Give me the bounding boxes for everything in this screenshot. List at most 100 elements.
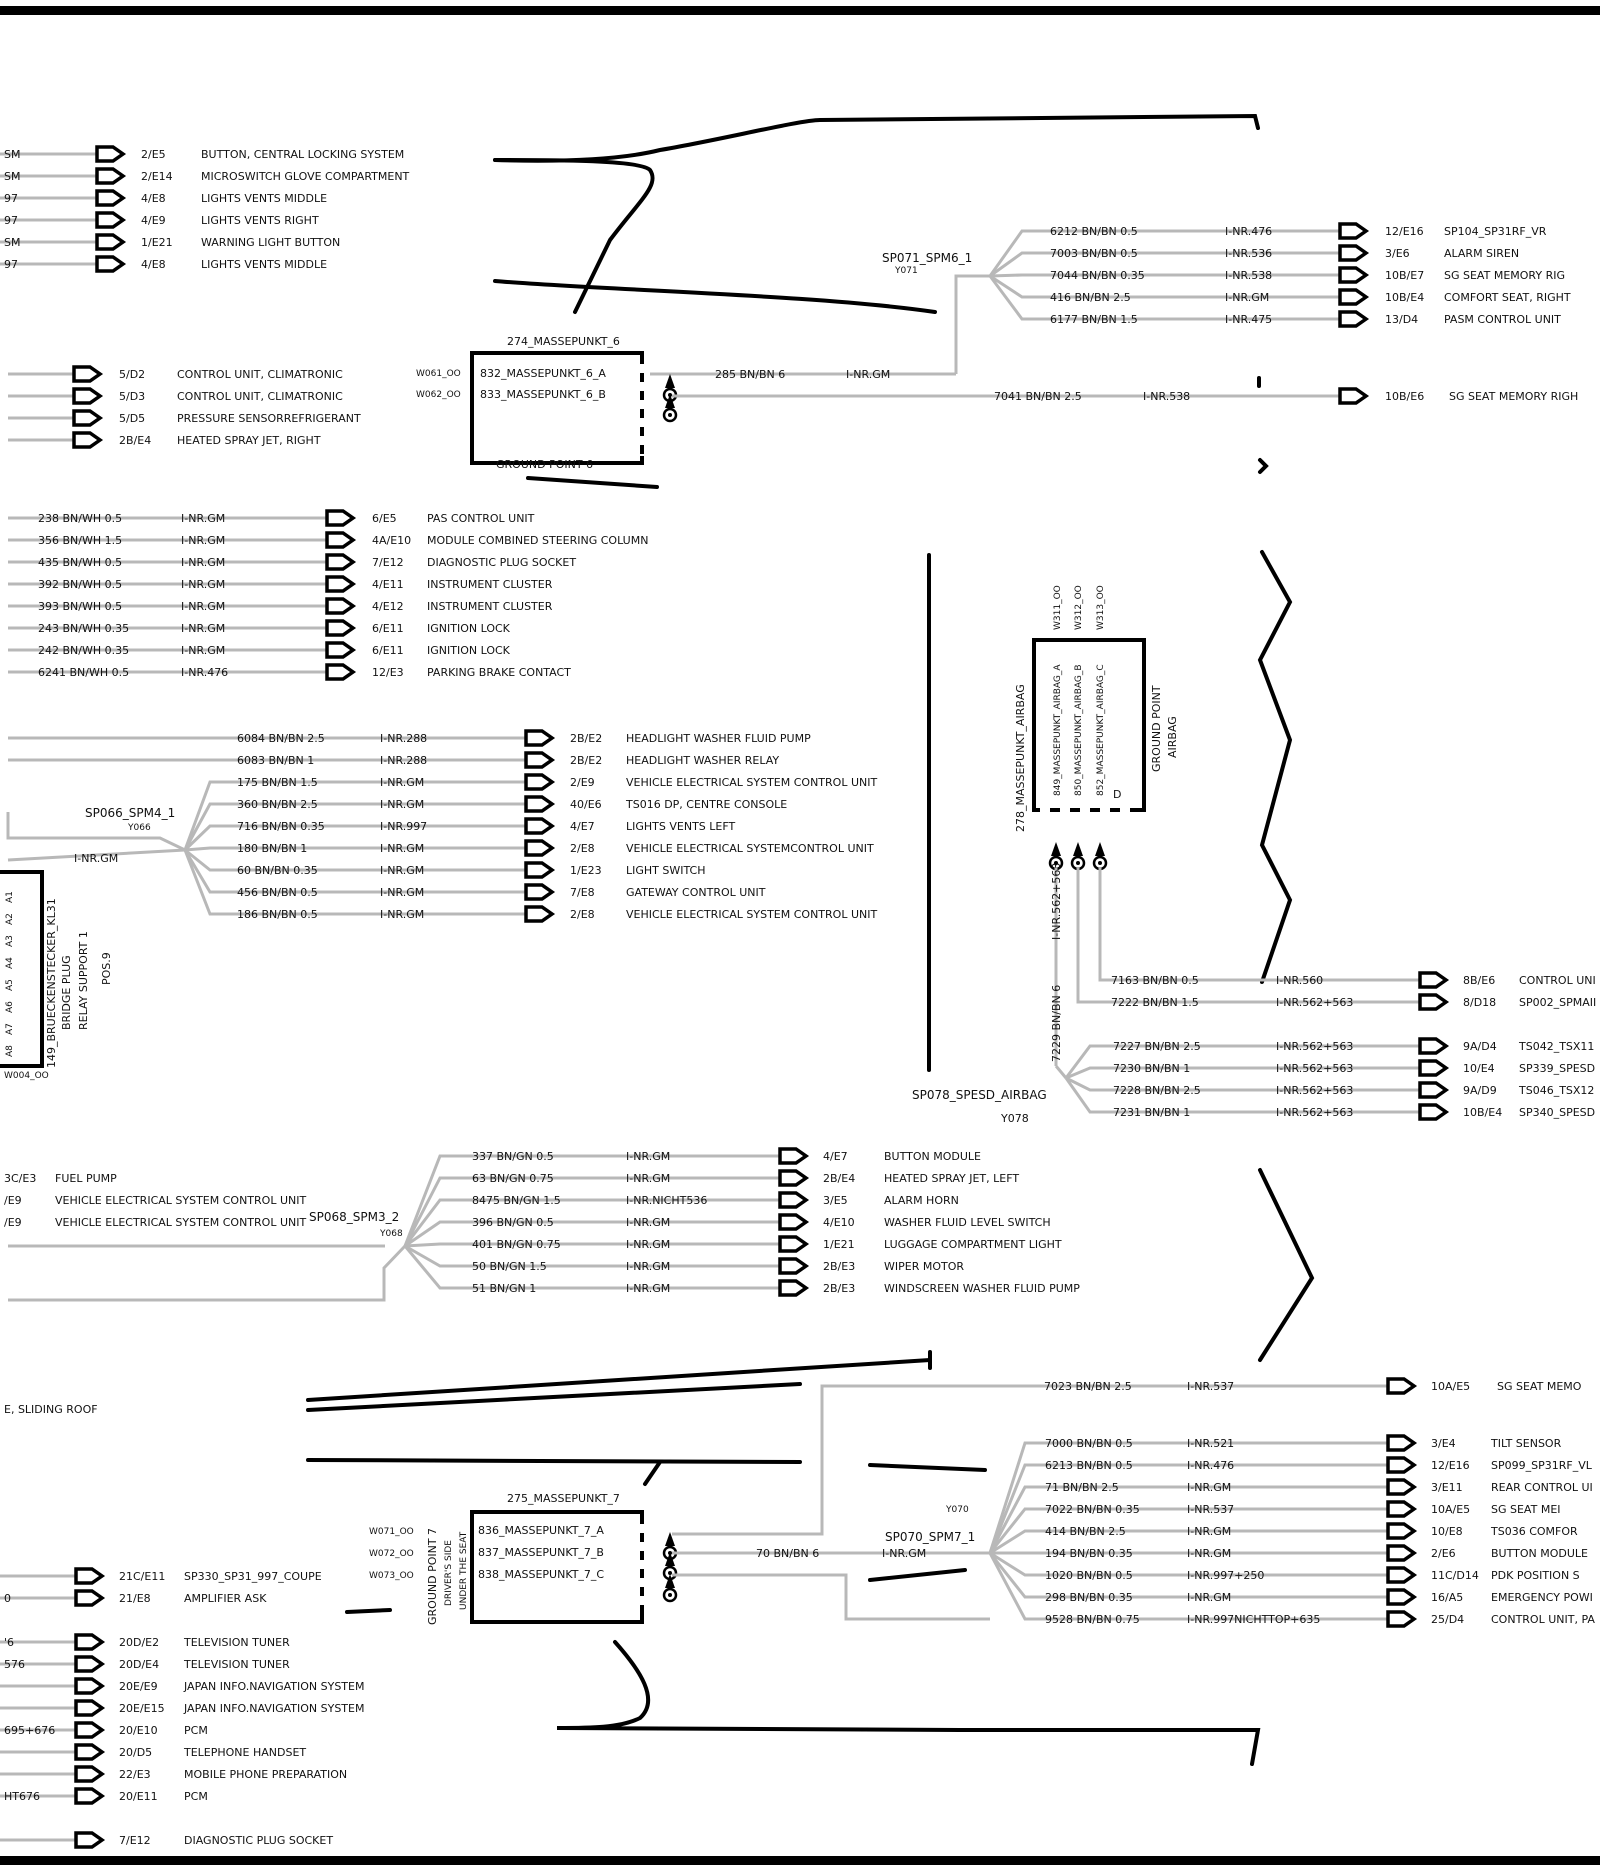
- component-label: HEADLIGHT WASHER FLUID PUMP: [626, 732, 811, 745]
- inr-code: I-NR.476: [1225, 225, 1272, 238]
- wire-spec: 337 BN/GN 0.5: [472, 1150, 554, 1163]
- component-label: LIGHTS VENTS MIDDLE: [201, 258, 327, 271]
- ground-pin-label: 849_MASSEPUNKT_AIRBAG_A: [1053, 664, 1063, 796]
- connector-arrow-icon: [1418, 1081, 1450, 1099]
- wire-spec: 7163 BN/BN 0.5: [1111, 974, 1199, 987]
- connector-arrow-icon: [95, 211, 127, 229]
- pin-code: 4/E7: [570, 820, 595, 833]
- connector-arrow-icon: [524, 839, 556, 857]
- wire-spec: 6241 BN/WH 0.5: [38, 666, 129, 679]
- ground-terminal-icon: [662, 394, 678, 423]
- component-label: PRESSURE SENSORREFRIGERANT: [177, 412, 361, 425]
- pin-code: 2B/E4: [119, 434, 151, 447]
- pin-code: 8/D18: [1463, 996, 1496, 1009]
- connector-arrow-icon: [72, 409, 104, 427]
- wire-tail-label: SM: [4, 236, 20, 249]
- component-label: WARNING LIGHT BUTTON: [201, 236, 340, 249]
- pin-code: 25/D4: [1431, 1613, 1464, 1626]
- pin-code: 12/E16: [1431, 1459, 1470, 1472]
- wire-line: [403, 1198, 790, 1247]
- terminal-hole: [668, 1571, 672, 1575]
- pin-code: 4/E12: [372, 600, 404, 613]
- wire-line: [403, 1245, 790, 1290]
- wire-line: [183, 824, 530, 852]
- terminal-tip: [665, 1532, 675, 1546]
- component-label: MICROSWITCH GLOVE COMPARTMENT: [201, 170, 410, 183]
- connector-arrow-icon: [524, 905, 556, 923]
- connector-arrow-icon: [72, 365, 104, 383]
- wire-spec: 396 BN/GN 0.5: [472, 1216, 554, 1229]
- inr-code: I-NR.GM: [882, 1547, 926, 1560]
- wire-spec: 70 BN/BN 6: [756, 1547, 819, 1560]
- component-label: IGNITION LOCK: [427, 622, 511, 635]
- pin-code: 2B/E3: [823, 1260, 855, 1273]
- wire-spec: 7230 BN/BN 1: [1113, 1062, 1190, 1075]
- bridge-pin-label: A6: [5, 1001, 15, 1013]
- connector-arrow-icon: [1338, 288, 1370, 306]
- connector-arrow-icon: [1386, 1478, 1418, 1496]
- pin-code: 20D/E4: [119, 1658, 159, 1671]
- wire-tail-label: 97: [4, 214, 18, 227]
- component-label: TS046_TSX12: [1518, 1084, 1594, 1097]
- component-label: ALARM HORN: [884, 1194, 959, 1207]
- wire-line: [989, 1529, 1395, 1555]
- wire-spec: 180 BN/BN 1: [237, 842, 307, 855]
- connector-arrow-icon: [74, 1787, 106, 1805]
- wire-spec: 298 BN/BN 0.35: [1045, 1591, 1133, 1604]
- connector-arrow-icon: [74, 1765, 106, 1783]
- component-label: FUEL PUMP: [55, 1172, 117, 1185]
- connector-arrow-icon: [1386, 1544, 1418, 1562]
- connector-arrow-icon: [325, 531, 357, 549]
- wire-line: [183, 849, 530, 894]
- pin-code: 6/E5: [372, 512, 397, 525]
- bridge-pin-label: A1: [5, 891, 15, 903]
- connector-arrow-icon: [1418, 1103, 1450, 1121]
- pin-code: 2/E6: [1431, 1547, 1456, 1560]
- component-label: PDK POSITION S: [1491, 1569, 1580, 1582]
- bridge-plug-label: 149_BRUECKENSTECKER_KL31: [45, 898, 58, 1068]
- component-label: VEHICLE ELECTRICAL SYSTEM CONTROL UNIT: [626, 908, 877, 921]
- wire-line: [183, 849, 530, 916]
- inr-code: I-NR.288: [380, 732, 427, 745]
- ground-point-7-box: [470, 1510, 644, 1624]
- wire-tail-label: 0: [4, 1592, 11, 1605]
- wire-line: [988, 1552, 1395, 1599]
- component-label: BUTTON, CENTRAL LOCKING SYSTEM: [201, 148, 404, 161]
- wire-spec: 356 BN/WH 1.5: [38, 534, 122, 547]
- component-label: ALARM SIREN: [1444, 247, 1519, 260]
- inr-code: I-NR.521: [1187, 1437, 1234, 1450]
- connector-arrow-icon: [1338, 244, 1370, 262]
- component-label: LIGHTS VENTS RIGHT: [201, 214, 319, 227]
- connector-arrow-icon: [74, 1743, 106, 1761]
- pin-code: 2/E5: [141, 148, 166, 161]
- pin-code: 3/E5: [823, 1194, 848, 1207]
- wire-line: [1064, 1044, 1425, 1079]
- wire-line: [1065, 1076, 1425, 1092]
- pin-code: 12/E3: [372, 666, 404, 679]
- wire-line: [988, 1485, 1395, 1554]
- wire-spec: 63 BN/GN 0.75: [472, 1172, 554, 1185]
- wire-line: [988, 1507, 1395, 1554]
- wire-line: [183, 780, 530, 851]
- top-border-bar: [0, 6, 1600, 15]
- pin-code: 2B/E2: [570, 754, 602, 767]
- wire-spec: 7228 BN/BN 2.5: [1113, 1084, 1201, 1097]
- pin-code: 1/E21: [141, 236, 173, 249]
- ground-point-title: 275_MASSEPUNKT_7: [507, 1492, 620, 1505]
- wire-spec: 393 BN/WH 0.5: [38, 600, 122, 613]
- component-label: TELEPHONE HANDSET: [183, 1746, 306, 1759]
- wire-tail-label: '6: [4, 1636, 14, 1649]
- connector-arrow-icon: [95, 255, 127, 273]
- wire-spec: 456 BN/BN 0.5: [237, 886, 318, 899]
- connector-arrow-icon: [1386, 1566, 1418, 1584]
- connector-arrow-icon: [1386, 1522, 1418, 1540]
- inr-code: I-NR.537: [1187, 1380, 1234, 1393]
- connector-arrow-icon: [778, 1147, 810, 1165]
- inr-code: I-NR.562+563: [1050, 863, 1063, 940]
- inr-code: I-NR.997+250: [1187, 1569, 1264, 1582]
- pin-code: 2/E8: [570, 842, 595, 855]
- wire-spec: 50 BN/GN 1.5: [472, 1260, 547, 1273]
- wire-spec: 9528 BN/BN 0.75: [1045, 1613, 1140, 1626]
- pin-code: 22/E3: [119, 1768, 151, 1781]
- component-label: WIPER MOTOR: [884, 1260, 964, 1273]
